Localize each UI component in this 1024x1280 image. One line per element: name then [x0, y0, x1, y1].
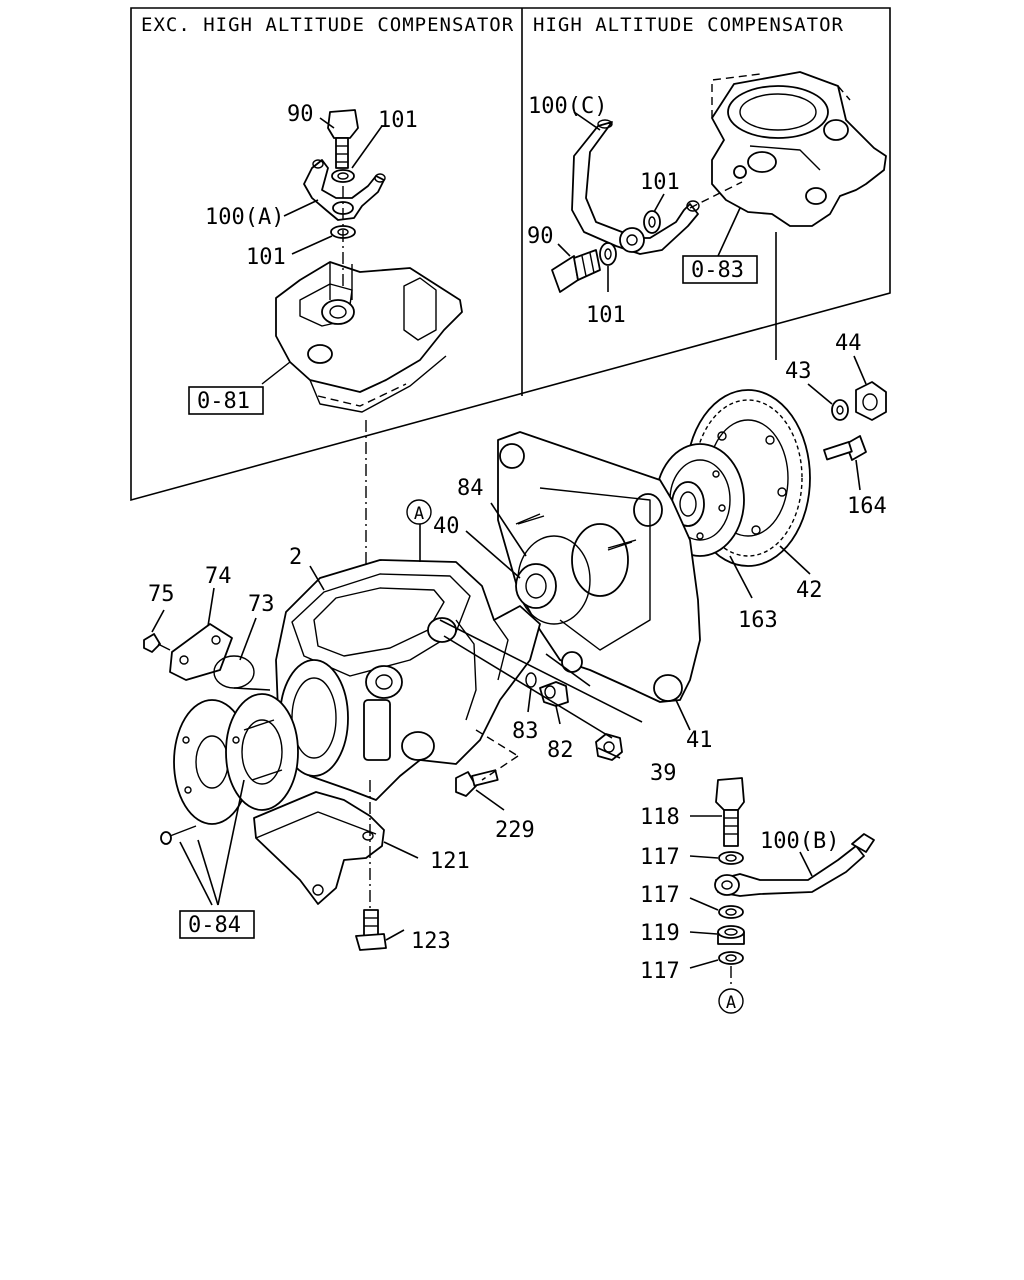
label-100a: 100(A)	[205, 205, 284, 230]
pipe-100b	[714, 833, 875, 897]
label-2: 2	[289, 545, 302, 570]
header-exc-high-altitude: EXC. HIGH ALTITUDE COMPENSATOR	[141, 14, 514, 36]
washer-117-upper	[718, 851, 744, 865]
label-118: 118	[640, 805, 680, 830]
washer-117-middle	[718, 905, 744, 919]
ref-box-0-83	[682, 255, 758, 284]
plug-82	[539, 681, 569, 707]
label-82: 82	[547, 738, 574, 763]
label-123: 123	[411, 929, 451, 954]
label-163: 163	[738, 608, 778, 633]
label-164: 164	[847, 494, 887, 519]
pipe-100c	[571, 119, 700, 255]
ref-box-0-81	[188, 386, 264, 415]
label-101-lower-left: 101	[246, 245, 286, 270]
washer-117-lower	[718, 951, 744, 965]
cover-0-81	[261, 261, 463, 413]
label-121: 121	[430, 849, 470, 874]
label-90-left: 90	[287, 102, 314, 127]
bracket-41	[497, 431, 701, 703]
label-83: 83	[512, 719, 539, 744]
label-117-upper: 117	[640, 845, 680, 870]
marker-a-bottom: A	[726, 993, 736, 1013]
label-73: 73	[248, 592, 275, 617]
washer-101-upper-right	[643, 210, 661, 234]
studs	[515, 513, 633, 551]
inset-frame	[130, 7, 891, 502]
pump-body-2	[275, 559, 541, 801]
label-74: 74	[205, 564, 232, 589]
washer-43	[831, 399, 849, 421]
label-100c: 100(C)	[528, 94, 607, 119]
label-101-upper-right: 101	[640, 170, 680, 195]
label-117-middle: 117	[640, 883, 680, 908]
label-117-lower: 117	[640, 959, 680, 984]
washer-101-upper-left	[331, 169, 355, 183]
fitting-100a	[303, 159, 386, 221]
marker-a-top-circle	[406, 499, 432, 525]
oring-83	[525, 672, 537, 688]
bolt-118	[715, 777, 745, 847]
washer-119	[717, 925, 745, 945]
label-100b: 100(B)	[760, 829, 839, 854]
ref-0-81[interactable]: 0-81	[197, 389, 250, 414]
nut-44	[855, 381, 887, 421]
bearing-40	[515, 563, 557, 609]
oring-73	[213, 655, 255, 689]
label-229: 229	[495, 818, 535, 843]
ref-0-84[interactable]: 0-84	[188, 913, 241, 938]
label-44: 44	[835, 331, 862, 356]
label-43: 43	[785, 359, 812, 384]
bolt-123	[355, 909, 387, 951]
bracket-121	[253, 791, 385, 905]
label-90-right: 90	[527, 224, 554, 249]
label-41: 41	[686, 728, 713, 753]
label-39: 39	[650, 761, 677, 786]
ref-box-0-84	[179, 910, 255, 939]
housing-0-83	[711, 71, 887, 227]
marker-a-top: A	[414, 504, 424, 524]
bolt-164	[823, 435, 867, 461]
bolt-90-right	[551, 249, 601, 293]
nut-39	[595, 733, 623, 761]
label-40: 40	[433, 514, 460, 539]
marker-a-bottom-circle	[718, 988, 744, 1014]
label-75: 75	[148, 582, 175, 607]
screw-75	[143, 633, 171, 653]
label-119: 119	[640, 921, 680, 946]
label-42: 42	[796, 578, 823, 603]
label-101-upper-left: 101	[378, 108, 418, 133]
header-high-altitude: HIGH ALTITUDE COMPENSATOR	[533, 14, 844, 36]
label-101-lower-right: 101	[586, 303, 626, 328]
washer-101-lower-right	[599, 242, 617, 266]
cover-plate-74	[169, 623, 233, 681]
screw-coupling	[160, 825, 197, 845]
bolt-90-left	[327, 109, 359, 169]
label-84: 84	[457, 476, 484, 501]
coupling-0-84	[173, 693, 299, 825]
ref-0-83[interactable]: 0-83	[691, 258, 744, 283]
